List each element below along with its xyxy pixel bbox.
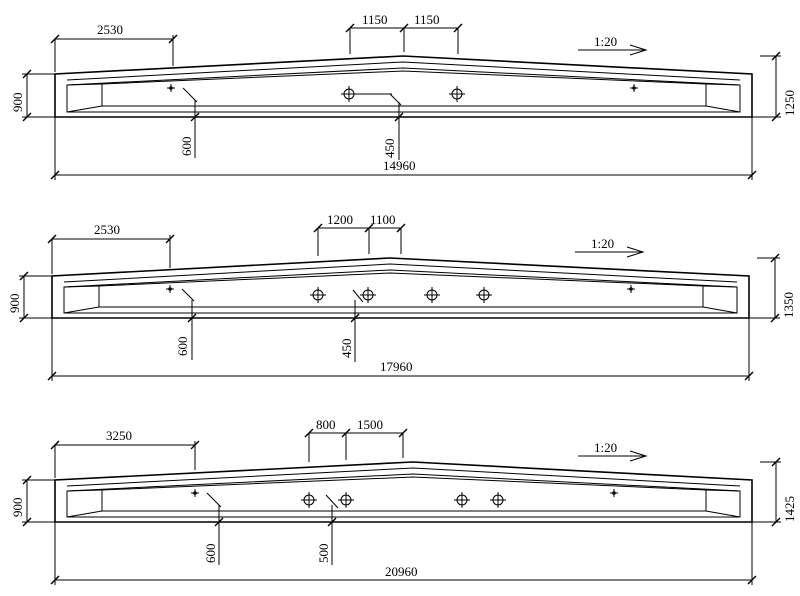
dim-height-end: 900 [7, 294, 22, 314]
slope-label: 1:20 [591, 236, 614, 251]
lifting-hole-icon [454, 492, 470, 508]
lifting-hole-icon [310, 287, 326, 303]
beam-2: 1200 1100 2530 1:20 900 1350 600 [7, 212, 796, 381]
lifting-hole-icon [476, 287, 492, 303]
point-marker-icon [630, 84, 638, 92]
dim-bottom-1: 600 [175, 337, 190, 357]
dim-span: 14960 [383, 158, 416, 173]
dim-top-right: 1100 [370, 212, 396, 227]
lifting-hole-icon [338, 492, 354, 508]
point-marker-icon [627, 285, 635, 293]
dim-top-left: 1150 [362, 12, 388, 27]
dim-height-mid: 1250 [782, 90, 797, 116]
dim-height-end: 900 [10, 93, 25, 113]
dim-bottom-1: 600 [203, 544, 218, 564]
dim-height-mid: 1425 [782, 496, 797, 522]
slope-label: 1:20 [594, 440, 617, 455]
web-opening [63, 269, 738, 314]
lifting-hole-icon [449, 86, 465, 102]
lifting-hole-icon [301, 492, 317, 508]
beam-3: 800 1500 3250 1:20 900 1425 600 [10, 417, 797, 585]
dim-left: 2530 [94, 222, 120, 237]
dim-left: 2530 [97, 22, 123, 37]
flange-line [66, 467, 741, 487]
dim-bottom-1: 600 [179, 137, 194, 157]
point-marker-icon [167, 84, 175, 92]
beam-outline [54, 55, 753, 118]
dim-bottom-2: 450 [339, 339, 354, 359]
web-opening [66, 67, 741, 113]
dim-top-right: 1500 [357, 417, 383, 432]
point-marker-icon [191, 489, 199, 497]
web-opening [66, 473, 741, 518]
dim-bottom-2: 500 [316, 544, 331, 564]
point-marker-icon [610, 489, 618, 497]
flange-line [63, 263, 738, 283]
beam-outline [54, 461, 753, 523]
dim-top-left: 800 [316, 417, 336, 432]
beam-1: 1150 1150 2530 1:20 900 1250 600 [10, 12, 797, 180]
dim-height-mid: 1350 [781, 292, 796, 318]
flange-line [66, 61, 741, 81]
dim-height-end: 900 [10, 498, 25, 518]
dim-span: 20960 [385, 564, 418, 579]
dim-top-left: 1200 [327, 212, 353, 227]
slope-label: 1:20 [594, 34, 617, 49]
dim-bottom-2: 450 [382, 139, 397, 159]
lifting-hole-icon [424, 287, 440, 303]
dim-left: 3250 [106, 428, 132, 443]
dim-top-right: 1150 [414, 12, 440, 27]
lifting-hole-icon [360, 287, 376, 303]
web-inner [98, 272, 704, 308]
web-inner [101, 476, 707, 512]
dim-span: 17960 [380, 359, 413, 374]
web-inner [101, 70, 707, 107]
lifting-hole-icon [490, 492, 506, 508]
point-marker-icon [166, 285, 174, 293]
beam-outline [51, 257, 750, 319]
